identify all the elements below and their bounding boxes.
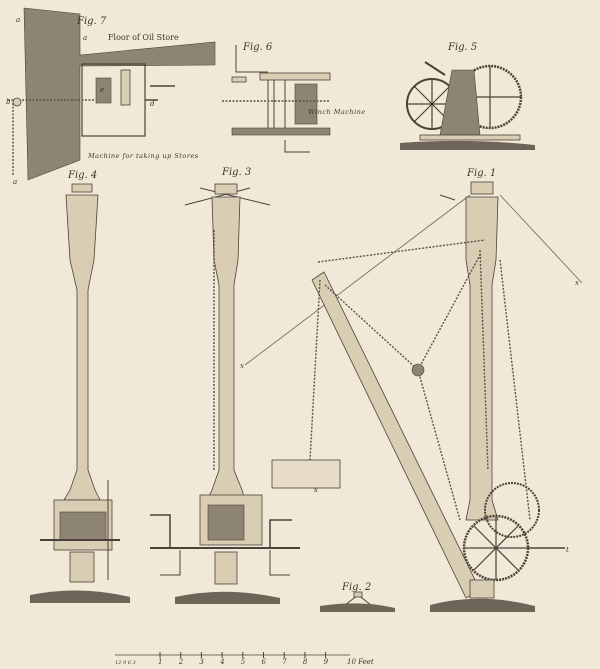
- scale-tick-label: 6: [262, 658, 267, 666]
- winch-barrel: [120, 69, 131, 106]
- fig7-title: Floor of Oil Store: [108, 33, 179, 42]
- column-shaft: [63, 194, 101, 501]
- scale-tick-label: 8: [303, 658, 308, 666]
- label-b: b: [6, 98, 11, 106]
- fig7-label: Fig. 7: [76, 16, 107, 27]
- load-block: [271, 459, 341, 489]
- label-x: x: [575, 279, 579, 287]
- wall-section: [23, 7, 216, 181]
- fig1-label: Fig. 1: [466, 168, 496, 179]
- scale-tick-label: 3: [199, 658, 204, 666]
- fig7-oil-store-machine: Fig. 7 Floor of Oil Store Machine for ta…: [6, 7, 216, 186]
- hoist-chain: [309, 279, 321, 461]
- fig5-crab-winch: Fig. 5: [400, 42, 535, 150]
- label-s: s: [314, 486, 318, 494]
- scale-tick-label: 9: [324, 658, 329, 666]
- scale-tick-label: 7: [282, 658, 287, 666]
- fig4-column: Fig. 4: [30, 170, 130, 603]
- label-x: x: [240, 362, 244, 370]
- guy-rope: [499, 194, 583, 284]
- fig6-caption: Winch Machine: [308, 108, 366, 116]
- guy-rope: [244, 194, 471, 366]
- crane-gear-wheel: [484, 482, 540, 538]
- machine-frame: [81, 63, 146, 137]
- label-e: e: [100, 86, 104, 94]
- fig7-caption: Machine for taking up Stores: [87, 152, 199, 160]
- fig3-column: Fig. 3: [150, 167, 300, 604]
- fig4-label: Fig. 4: [67, 170, 97, 181]
- label-a: a: [16, 16, 20, 24]
- label-a: a: [13, 178, 17, 186]
- scale-bar: 12 9 6 3 1 2 3 4 5 6 7 8 9 10 Feet: [115, 652, 374, 666]
- fig1-crane: Fig. 1 x x s t: [240, 168, 583, 612]
- fig2-label: Fig. 2: [341, 582, 371, 593]
- scale-tick-label: 2: [178, 658, 184, 666]
- winch-bottom-bar: [231, 127, 331, 136]
- winch-drum: [95, 77, 112, 104]
- scale-tick-label: 4: [219, 658, 224, 666]
- label-d: d: [150, 100, 155, 108]
- scale-end-label: 10 Feet: [347, 658, 374, 666]
- label-t: t: [566, 546, 569, 554]
- column-shaft: [206, 196, 246, 501]
- crane-post: [465, 196, 499, 521]
- scale-tick-label: 1: [158, 658, 162, 666]
- label-a: a: [83, 34, 87, 42]
- fig3-label: Fig. 3: [221, 167, 251, 178]
- scale-small-label: 12 9 6 3: [115, 660, 136, 666]
- crane-jib: [311, 271, 481, 599]
- fig6-winch-machine: Fig. 6 Winch Machine: [222, 42, 366, 153]
- winch-top-bar: [259, 72, 331, 81]
- fig5-label: Fig. 5: [447, 42, 477, 53]
- fig6-label: Fig. 6: [242, 42, 273, 53]
- winch-drum: [294, 83, 318, 125]
- fig2-base: Fig. 2: [320, 582, 395, 612]
- scale-tick-label: 5: [241, 658, 246, 666]
